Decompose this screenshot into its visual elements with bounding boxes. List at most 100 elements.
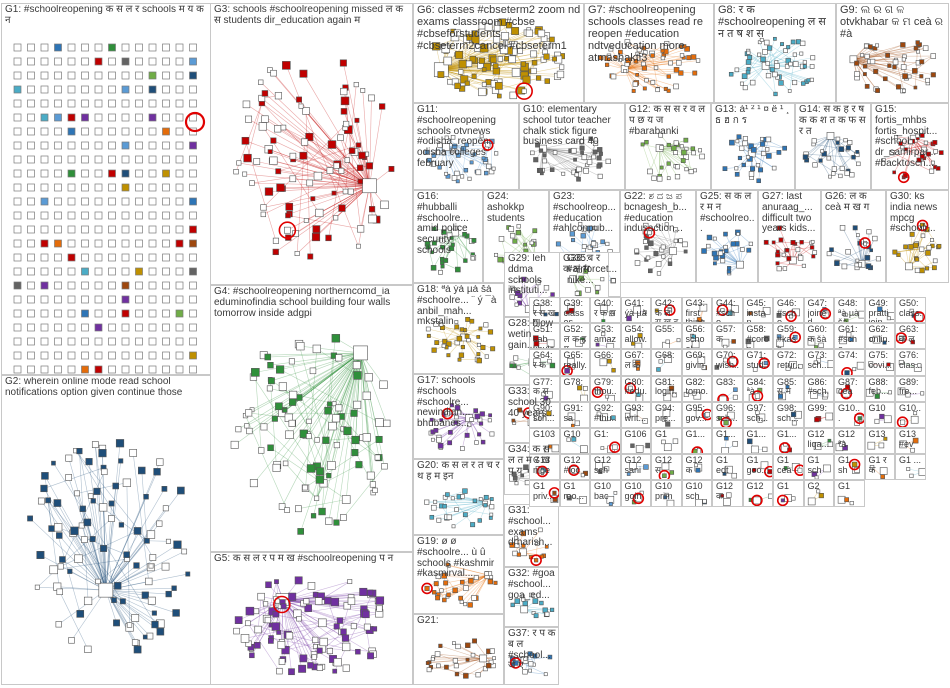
node (605, 158, 611, 164)
cluster-g91: G91: sa (559, 401, 590, 428)
node (267, 444, 274, 452)
cluster-g120: G12 स (651, 454, 682, 481)
node (660, 55, 666, 61)
node (579, 339, 584, 344)
node (458, 59, 468, 69)
node (446, 353, 451, 358)
cluster-g40: G40: र क स (590, 297, 621, 324)
node (780, 498, 785, 503)
cluster-label: G1 sh (838, 456, 851, 475)
edge (445, 147, 449, 177)
node (135, 281, 143, 290)
node (680, 158, 686, 163)
node (727, 266, 732, 271)
cluster-graph-g19 (421, 562, 498, 608)
node (508, 55, 516, 64)
node (450, 135, 456, 140)
node (189, 281, 197, 290)
node (650, 79, 656, 85)
node (600, 277, 605, 282)
node (328, 421, 337, 431)
edge (543, 148, 585, 158)
edge (624, 67, 657, 70)
node (459, 446, 465, 451)
node (430, 265, 437, 271)
edge (340, 137, 348, 161)
edge (765, 41, 799, 67)
edge (468, 339, 488, 357)
node (441, 151, 447, 156)
node (449, 236, 454, 240)
node (642, 50, 648, 55)
cluster-graph-g47 (819, 306, 831, 320)
edge (441, 69, 517, 73)
edge (282, 600, 316, 668)
node (454, 507, 459, 512)
edge (444, 502, 488, 507)
node (272, 237, 279, 244)
node (761, 446, 767, 452)
node (487, 578, 494, 585)
node (54, 523, 63, 532)
node (892, 64, 897, 70)
node (267, 149, 273, 154)
edge (257, 596, 262, 630)
node (70, 526, 79, 535)
edge (853, 59, 903, 92)
node (598, 151, 603, 156)
node (515, 230, 521, 236)
node (54, 99, 62, 108)
node (148, 295, 157, 304)
node (27, 337, 35, 346)
edge (360, 352, 364, 438)
node (595, 290, 600, 295)
node (306, 464, 316, 473)
node (471, 238, 477, 243)
cluster-g111: G1... (773, 428, 804, 455)
node (108, 309, 116, 318)
edge (255, 372, 262, 451)
node (294, 251, 300, 256)
node (350, 623, 357, 630)
node (921, 146, 927, 153)
edge (105, 496, 147, 591)
node (742, 136, 748, 141)
node (841, 263, 848, 270)
edge (90, 495, 107, 591)
edge (666, 224, 674, 252)
edge (360, 352, 374, 493)
node (905, 391, 911, 397)
edge (579, 223, 594, 244)
node (282, 408, 288, 413)
cluster-label: G48: ªà µà šà (838, 299, 860, 324)
cluster-g126: G1 sh (834, 454, 865, 481)
node (533, 613, 539, 619)
edge (805, 135, 831, 155)
edge (300, 352, 361, 532)
node (375, 418, 384, 427)
cluster-label: G22: ಶ ದ ಜ ಪ bcnagesh_b... #education in… (624, 192, 687, 235)
edge (319, 185, 370, 214)
node (630, 341, 635, 346)
node (40, 281, 49, 290)
node (368, 214, 377, 224)
node (340, 96, 350, 106)
node (88, 493, 94, 499)
cluster-g88: G88: feb... (864, 375, 895, 402)
node (892, 59, 899, 66)
node (896, 252, 901, 257)
cluster-g20: G20: क स ल र त च र थ ह म इन (413, 459, 504, 535)
node (175, 309, 184, 318)
node (81, 239, 89, 248)
node (27, 155, 35, 164)
node (739, 145, 745, 151)
node (464, 142, 469, 148)
node (175, 155, 184, 164)
node (336, 617, 344, 624)
node (511, 418, 516, 423)
node (108, 253, 116, 262)
node (878, 413, 884, 419)
node (723, 419, 729, 426)
node (447, 79, 453, 85)
node (869, 248, 873, 253)
